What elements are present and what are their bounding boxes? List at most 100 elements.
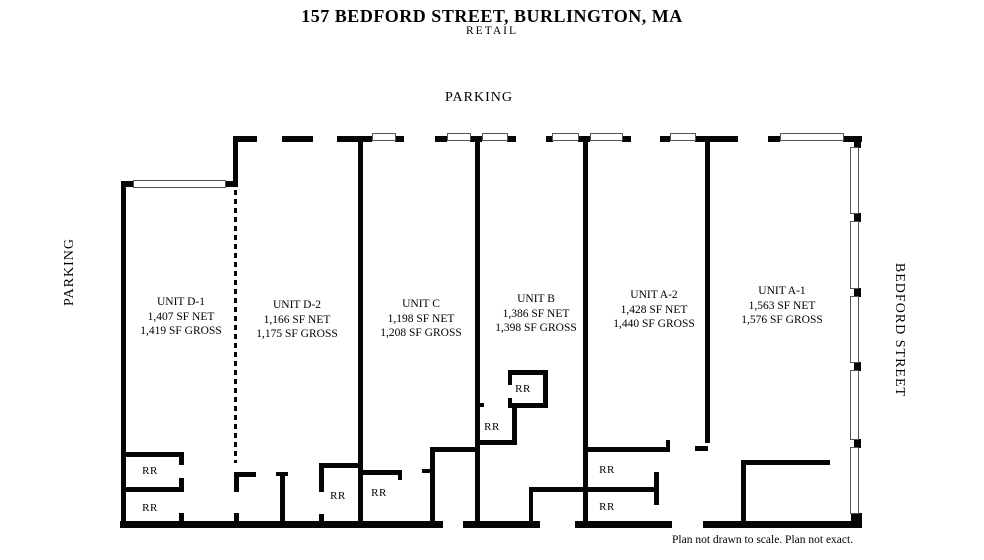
- dashed-partition-d1-d2: [234, 190, 237, 463]
- interior-wall: [654, 472, 659, 505]
- unit-gross-sf: 1,419 SF GROSS: [140, 325, 222, 337]
- unit-name: UNIT C: [402, 298, 440, 310]
- interior-wall: [741, 460, 830, 465]
- outer-wall-right: [851, 513, 862, 528]
- outer-wall-segment: [507, 136, 516, 142]
- rr-label: RR: [330, 490, 346, 502]
- interior-wall: [280, 474, 285, 523]
- unit-net-sf: 1,198 SF NET: [387, 312, 455, 325]
- interior-wall: [508, 370, 512, 385]
- demising-wall-c-b: [475, 139, 480, 523]
- parking-label-top: PARKING: [445, 90, 513, 105]
- interior-wall: [234, 472, 239, 492]
- window: [133, 180, 226, 188]
- parking-label-left: PARKING: [62, 238, 77, 306]
- window: [552, 133, 579, 141]
- door-jamb: [234, 513, 239, 523]
- outer-wall-segment: [546, 136, 553, 142]
- interior-wall: [543, 370, 548, 408]
- outer-wall-segment: [435, 136, 447, 142]
- unit-net-sf: 1,428 SF NET: [620, 303, 688, 316]
- outer-wall-segment: [233, 136, 257, 142]
- window: [482, 133, 508, 141]
- interior-wall: [179, 452, 184, 465]
- interior-wall: [512, 403, 517, 444]
- outer-wall-bottom: [575, 521, 672, 528]
- unit-label-c: UNIT C 1,198 SF NET 1,208 SF GROSS: [380, 297, 462, 341]
- outer-wall-segment: [126, 181, 134, 187]
- unit-name: UNIT A-1: [758, 285, 806, 297]
- outer-wall-segment: [225, 181, 238, 187]
- interior-wall: [475, 440, 517, 445]
- rr-label: RR: [484, 421, 500, 433]
- unit-name: UNIT D-2: [272, 299, 322, 311]
- unit-net-sf: 1,407 SF NET: [147, 310, 215, 323]
- rr-label: RR: [599, 464, 615, 476]
- page-title: 157 BEDFORD STREET, BURLINGTON, MA: [301, 6, 683, 26]
- outer-wall-left: [121, 181, 126, 528]
- unit-net-sf: 1,563 SF NET: [748, 299, 816, 312]
- outer-wall-segment: [233, 136, 238, 186]
- interior-wall: [234, 472, 256, 477]
- window: [850, 147, 859, 214]
- door-jamb: [666, 440, 670, 449]
- unit-name: UNIT D-1: [156, 296, 206, 308]
- outer-wall-bottom: [463, 521, 540, 528]
- unit-label-b: UNIT B 1,386 SF NET 1,398 SF GROSS: [495, 292, 577, 336]
- outer-wall-segment: [843, 136, 862, 142]
- outer-wall-right: [854, 362, 861, 371]
- unit-label-a1: UNIT A-1 1,563 SF NET 1,576 SF GROSS: [741, 284, 823, 328]
- window: [850, 447, 859, 514]
- outer-wall-bottom: [120, 521, 443, 528]
- interior-wall: [508, 403, 548, 408]
- demising-wall-d2-c: [358, 139, 363, 523]
- unit-gross-sf: 1,175 SF GROSS: [256, 328, 338, 340]
- unit-net-sf: 1,386 SF NET: [502, 307, 570, 320]
- demising-wall-b-a2: [583, 139, 588, 523]
- rr-label: RR: [142, 465, 158, 477]
- bedford-street-label: BEDFORD STREET: [892, 262, 907, 398]
- outer-wall-segment: [695, 136, 738, 142]
- unit-label-d1: UNIT D-1 1,407 SF NET 1,419 SF GROSS: [140, 295, 222, 339]
- window: [850, 370, 859, 440]
- outer-wall-right: [854, 139, 861, 148]
- unit-label-d2: UNIT D-2 1,166 SF NET 1,175 SF GROSS: [256, 298, 338, 342]
- interior-wall: [319, 463, 360, 468]
- interior-wall: [585, 447, 670, 452]
- interior-wall: [360, 470, 402, 475]
- page-subtitle: RETAIL: [466, 25, 518, 37]
- outer-wall-segment: [282, 136, 313, 142]
- outer-wall-segment: [622, 136, 631, 142]
- unit-gross-sf: 1,208 SF GROSS: [380, 327, 462, 339]
- outer-wall-segment: [395, 136, 404, 142]
- outer-wall-segment: [660, 136, 670, 142]
- interior-wall: [741, 460, 746, 523]
- door-jamb: [179, 513, 184, 523]
- unit-gross-sf: 1,576 SF GROSS: [741, 314, 823, 326]
- window: [780, 133, 844, 141]
- interior-wall: [319, 463, 324, 492]
- interior-wall: [125, 487, 184, 492]
- footnote: Plan not drawn to scale. Plan not exact.: [672, 534, 854, 546]
- outer-wall-right: [854, 439, 861, 448]
- interior-wall: [430, 447, 477, 452]
- outer-wall-right: [854, 213, 861, 222]
- window: [372, 133, 396, 141]
- unit-name: UNIT B: [517, 293, 555, 305]
- door-jamb: [319, 514, 324, 523]
- rr-label: RR: [142, 502, 158, 514]
- interior-wall: [695, 446, 708, 451]
- outer-wall-right: [854, 288, 861, 297]
- door-jamb: [477, 403, 484, 407]
- window: [670, 133, 696, 141]
- interior-wall: [529, 487, 658, 492]
- unit-gross-sf: 1,398 SF GROSS: [495, 322, 577, 334]
- unit-net-sf: 1,166 SF NET: [263, 313, 331, 326]
- rr-label: RR: [599, 501, 615, 513]
- window: [590, 133, 623, 141]
- interior-wall: [529, 487, 533, 523]
- outer-wall-segment: [768, 136, 780, 142]
- outer-wall-bottom: [703, 521, 862, 528]
- window: [850, 221, 859, 289]
